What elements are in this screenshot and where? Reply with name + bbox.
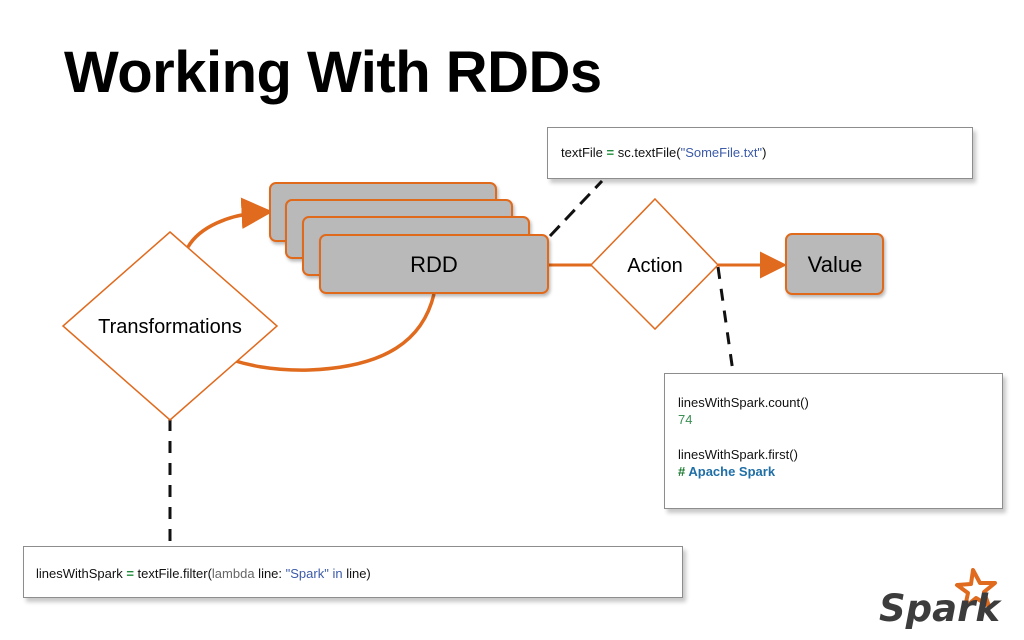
count-result-line: 74 bbox=[678, 411, 693, 427]
action-node: Action bbox=[589, 197, 720, 331]
transformation-to-rdd-arrow bbox=[186, 197, 273, 248]
count-call-line: linesWithSpark.count() bbox=[678, 395, 809, 410]
value-node: Value bbox=[785, 233, 884, 295]
code-bottom-prefix: linesWithSpark bbox=[36, 566, 127, 581]
code-bottom-keyword: lambda bbox=[211, 566, 255, 581]
rdd-card-front bbox=[319, 234, 549, 294]
filter-code-box: linesWithSpark = textFile.filter(lambda … bbox=[23, 546, 683, 598]
transformations-node: Transformations bbox=[61, 231, 279, 421]
spark-logo: Spark bbox=[879, 568, 1002, 629]
code-top-operator: = bbox=[606, 145, 615, 160]
code-bottom-in-keyword: in bbox=[328, 566, 343, 581]
rdd-code-callout-line bbox=[548, 179, 604, 238]
comment-hash: # bbox=[678, 463, 689, 479]
transformations-label: Transformations bbox=[98, 316, 242, 338]
transformations-diamond bbox=[61, 231, 279, 421]
first-result-line: # Apache Spark bbox=[678, 464, 1002, 481]
code-gap bbox=[678, 429, 1002, 447]
rdd-stack: RDD bbox=[269, 182, 549, 294]
textfile-code-box: textFile = sc.textFile("SomeFile.txt") bbox=[547, 127, 973, 179]
code-top-suffix: ) bbox=[762, 145, 767, 160]
action-diamond bbox=[589, 197, 720, 331]
action-result-code-box: linesWithSpark.count() 74 linesWithSpark… bbox=[664, 373, 1003, 509]
comment-text: Apache Spark bbox=[688, 463, 776, 479]
spark-logo-text: Spark bbox=[879, 587, 1002, 629]
action-label: Action bbox=[627, 255, 683, 277]
code-bottom-call: textFile.filter( bbox=[133, 566, 212, 581]
code-bottom-operator: = bbox=[126, 566, 134, 581]
first-call-line: linesWithSpark.first() bbox=[678, 446, 798, 462]
code-bottom-string: "Spark" bbox=[285, 566, 329, 581]
code-bottom-suffix: line) bbox=[342, 566, 371, 581]
code-top-prefix: textFile bbox=[561, 145, 607, 160]
code-bottom-middle: line: bbox=[254, 566, 286, 581]
code-top-call: sc.textFile( bbox=[614, 145, 681, 160]
rdd-to-transformation-return-line bbox=[231, 293, 436, 372]
spark-star-icon bbox=[955, 568, 997, 609]
value-box bbox=[785, 233, 884, 295]
code-top-string: "SomeFile.txt" bbox=[680, 145, 763, 160]
value-label: Value bbox=[808, 252, 863, 277]
page-title: Working With RDDs bbox=[64, 40, 602, 105]
rdd-label: RDD bbox=[410, 252, 458, 277]
action-code-callout-line bbox=[716, 266, 735, 373]
